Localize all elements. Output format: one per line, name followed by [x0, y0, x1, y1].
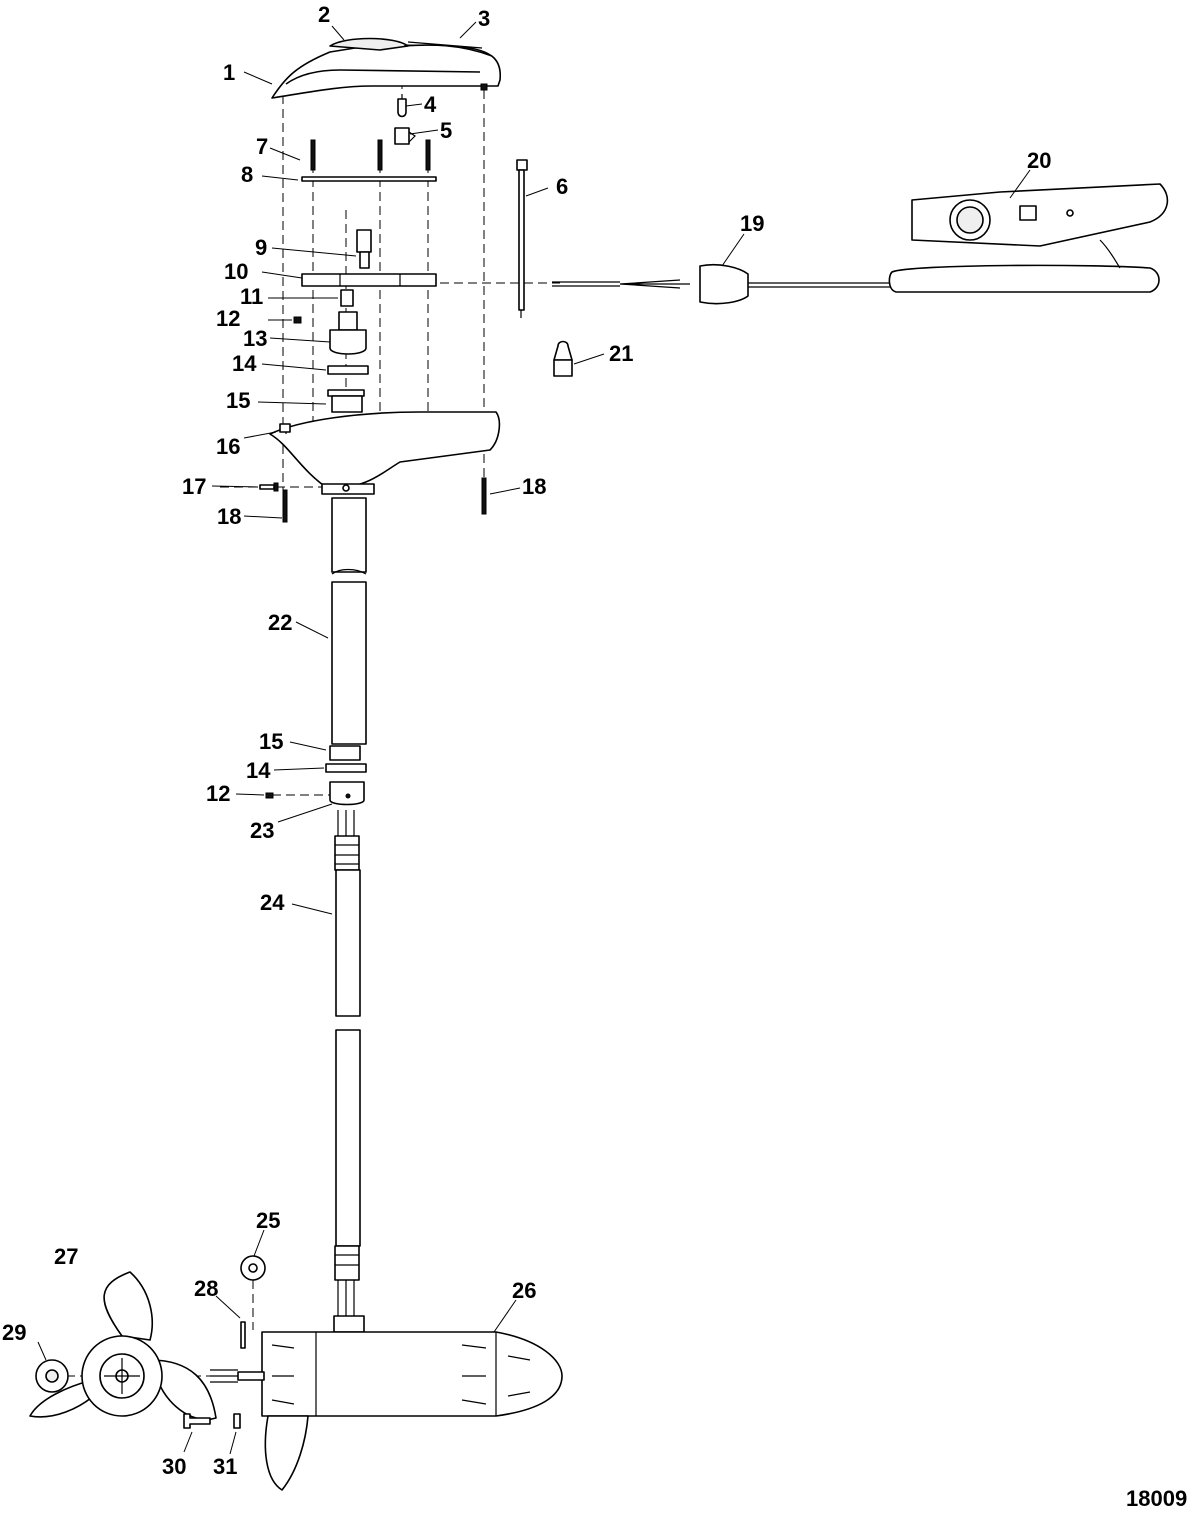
callout-28: 28 [194, 1276, 218, 1301]
callout-29: 29 [2, 1320, 26, 1345]
callout-17: 17 [182, 474, 206, 499]
shaft-coupler [329, 781, 365, 806]
callout-21: 21 [609, 341, 633, 366]
upper-shaft-tube [331, 497, 367, 745]
callout-11: 11 [240, 284, 263, 309]
lower-bearing [325, 763, 367, 773]
cover-screws [310, 139, 431, 171]
mounting-plate [301, 176, 437, 182]
callout-19: 19 [740, 211, 764, 236]
leader-lines [37, 21, 1031, 1455]
callout-12-lower: 12 [206, 781, 230, 806]
callout-31: 31 [213, 1454, 237, 1479]
propeller-nut [35, 1359, 69, 1393]
bulb [397, 94, 407, 118]
callout-4: 4 [424, 92, 437, 117]
head-base-housing [269, 411, 501, 495]
shaft-bushing [340, 289, 354, 307]
callout-15-upper: 15 [226, 388, 250, 413]
callout-14-lower: 14 [246, 758, 271, 783]
top-cover [271, 37, 501, 99]
foot-pedal [888, 183, 1169, 293]
callout-26: 26 [512, 1278, 536, 1303]
composite-shaft [334, 810, 361, 1316]
callout-25: 25 [256, 1208, 280, 1233]
callout-2: 2 [318, 2, 330, 27]
control-bracket [301, 273, 437, 287]
callout-14-upper: 14 [232, 351, 257, 376]
upper-bearing [327, 365, 369, 375]
callout-3: 3 [478, 6, 490, 31]
cable-tie [516, 159, 528, 318]
lower-collar [329, 745, 361, 761]
set-screw-upper [293, 316, 302, 324]
upper-collar [327, 389, 365, 413]
callout-23: 23 [250, 818, 274, 843]
callout-8: 8 [241, 162, 253, 187]
callout-27: 27 [54, 1244, 78, 1269]
callout-13: 13 [243, 326, 267, 351]
drive-gear [329, 311, 367, 355]
callout-10: 10 [224, 259, 248, 284]
callout-6: 6 [556, 174, 568, 199]
callout-15-lower: 15 [259, 729, 283, 754]
pin [259, 482, 279, 492]
callout-labels: 1 2 3 4 5 6 7 8 9 10 11 12 13 14 15 16 1… [2, 2, 1051, 1479]
callout-9: 9 [255, 235, 267, 260]
motor-washer [240, 1255, 266, 1281]
propeller [29, 1271, 217, 1421]
drawing-reference-number: 18009 [1126, 1486, 1187, 1511]
callout-12-upper: 12 [216, 306, 240, 331]
callout-18-left: 18 [217, 504, 241, 529]
set-screw-lower [265, 792, 274, 799]
key [233, 1413, 241, 1429]
callout-22: 22 [268, 610, 292, 635]
callout-5: 5 [440, 118, 452, 143]
cable-assembly [552, 263, 890, 305]
bulb-socket [394, 127, 416, 145]
callout-18-right: 18 [522, 474, 546, 499]
trolling-motor-unit [210, 1315, 563, 1491]
potentiometer [356, 229, 372, 269]
callout-7: 7 [256, 134, 268, 159]
callout-24: 24 [260, 890, 285, 915]
callout-16: 16 [216, 434, 240, 459]
drive-pin [240, 1321, 246, 1349]
callout-30: 30 [162, 1454, 186, 1479]
cable-cap [553, 340, 573, 377]
hex-screw [183, 1413, 211, 1429]
callout-20: 20 [1027, 148, 1051, 173]
long-bolts [282, 477, 487, 523]
callout-1: 1 [223, 60, 235, 85]
